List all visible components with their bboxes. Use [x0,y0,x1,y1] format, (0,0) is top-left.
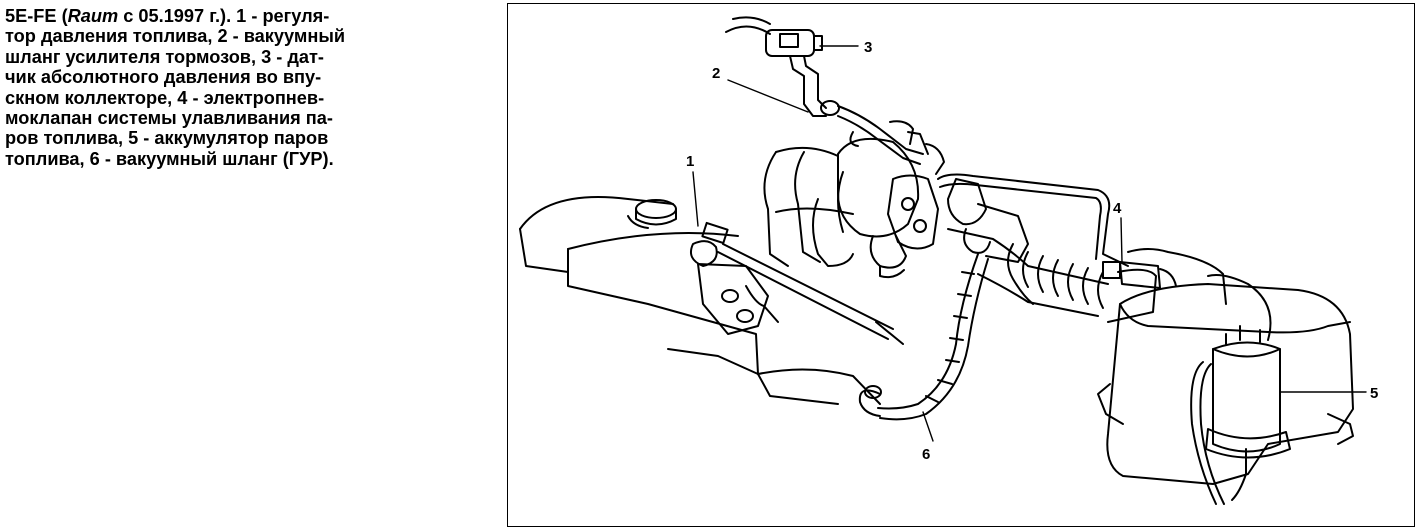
leader-2 [727,79,809,113]
callout-labels: 1 2 3 4 5 6 [686,39,1378,463]
engine-diagram-frame: 1 2 3 4 5 6 [507,3,1415,527]
caption-line: ров топлива, 5 - аккумулятор паров [5,128,329,149]
caption-line: скном коллекторе, 4 - электропнев- [5,87,325,108]
callout-leaders [692,45,1367,442]
throttle-body [837,137,1029,279]
callout-6: 6 [922,446,930,463]
callout-3: 3 [864,39,872,56]
caption-line: тор давления топлива, 2 - вакуумный [5,26,346,47]
caption-line: 5E-FE (Raum с 05.1997 г.). 1 - регуля- [5,6,330,26]
caption-line: чик абсолютного давления во впу- [5,67,322,88]
engine-bay-drawing: 1 2 3 4 5 6 [519,16,1378,505]
filler-cap [627,199,677,229]
leader-4 [1120,217,1123,263]
fuel-pressure-regulator [690,221,904,345]
vsv-solenoid [1102,248,1227,305]
caption-emphasis: Raum [67,6,119,26]
air-box [1097,283,1354,485]
caption-line: моклапан системы улавливания па- [5,108,333,129]
callout-4: 4 [1113,200,1122,217]
caption-line: топлива, 6 - вакуумный шланг (ГУР). [5,148,334,169]
evap-hose [937,173,1129,267]
leader-1 [692,171,699,227]
callout-1: 1 [686,153,694,170]
callout-2: 2 [712,65,720,82]
air-intake-duct [947,228,1157,323]
map-sensor-and-hoses [725,16,945,175]
evap-canister [1190,274,1291,505]
engine-block-outline [519,196,881,405]
ps-vacuum-hose [858,253,989,421]
leader-6 [922,411,934,442]
callout-5: 5 [1370,385,1378,402]
figure-caption: 5E-FE (Raum с 05.1997 г.). 1 - регуля- т… [5,6,475,169]
intake-runners [763,146,854,267]
caption-line: шланг усилителя тормозов, 3 - дат- [5,46,324,67]
